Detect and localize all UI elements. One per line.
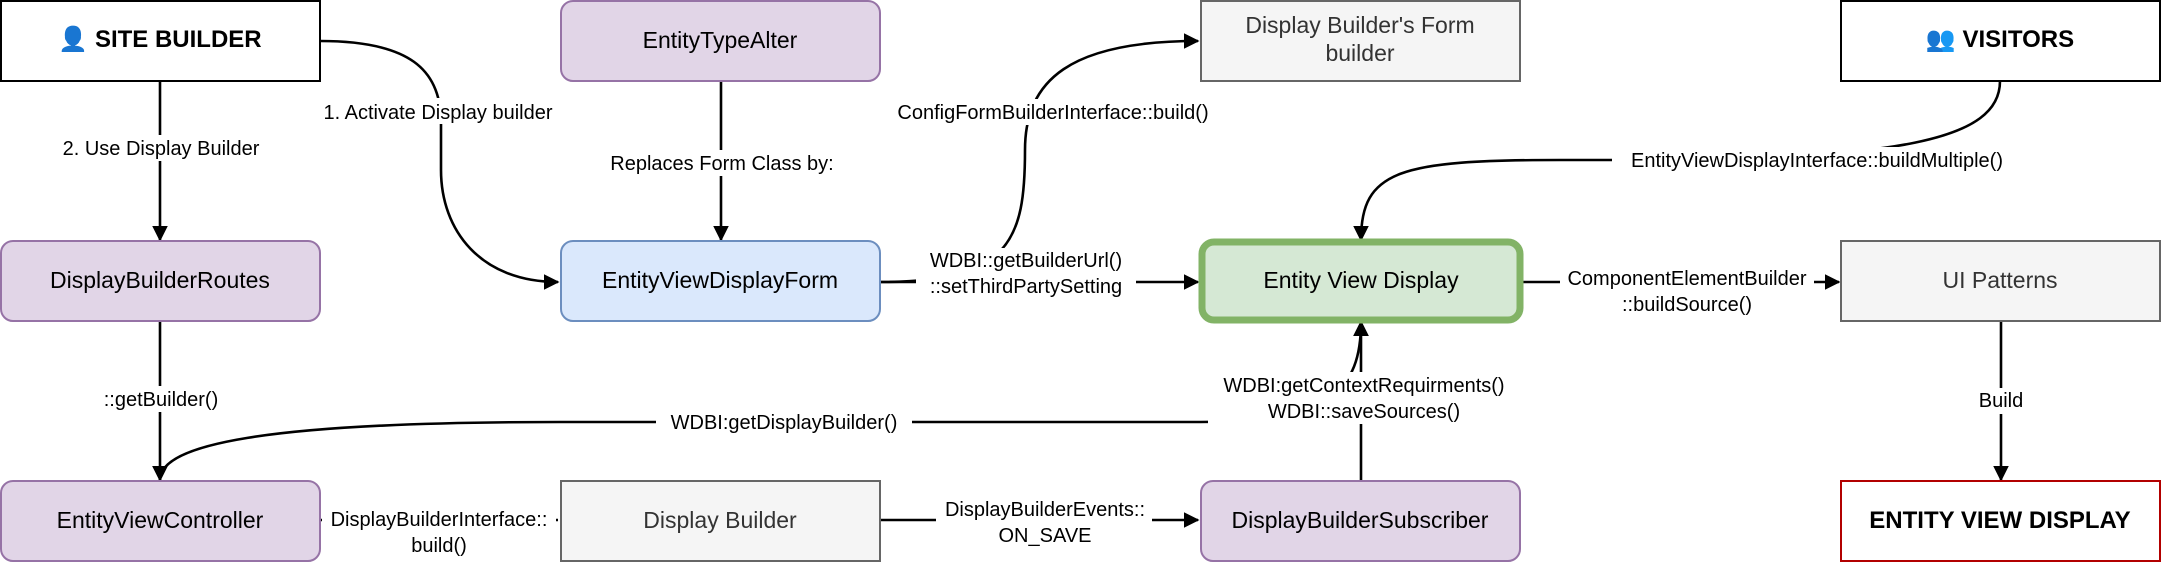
svg-text:EntityViewDisplayInterface::bu: EntityViewDisplayInterface::buildMultipl…: [1631, 150, 2003, 172]
svg-text:Replaces Form Class by:: Replaces Form Class by:: [610, 153, 833, 175]
svg-text:Display Builder's Form: Display Builder's Form: [1245, 12, 1474, 38]
svg-text:builder: builder: [1325, 40, 1394, 66]
svg-text:WDBI::saveSources(): WDBI::saveSources(): [1268, 401, 1460, 423]
node-display-builder: Display Builder: [560, 480, 881, 562]
svg-text:👥 VISITORS: 👥 VISITORS: [1926, 26, 2074, 53]
svg-text:WDBI:getDisplayBuilder(): WDBI:getDisplayBuilder(): [671, 412, 898, 434]
edge-label-db-interface: DisplayBuilderInterface:: build(): [322, 505, 556, 557]
svg-text:DisplayBuilderInterface::: DisplayBuilderInterface::: [331, 509, 548, 531]
edge-label-on-save: DisplayBuilderEvents:: ON_SAVE: [936, 496, 1152, 548]
svg-text:EntityTypeAlter: EntityTypeAlter: [643, 27, 798, 53]
node-entity-type-alter: EntityTypeAlter: [560, 0, 881, 82]
svg-text:DisplayBuilderRoutes: DisplayBuilderRoutes: [50, 267, 270, 293]
svg-text:ConfigFormBuilderInterface::bu: ConfigFormBuilderInterface::build(): [897, 102, 1208, 124]
svg-text:Build: Build: [1979, 390, 2023, 412]
node-form-builder: Display Builder's Form builder: [1200, 0, 1521, 82]
svg-text:👤 SITE BUILDER: 👤 SITE BUILDER: [58, 25, 261, 53]
svg-text:UI Patterns: UI Patterns: [1942, 267, 2057, 293]
edge-label-builder-url: WDBI::getBuilderUrl() ::setThirdPartySet…: [916, 248, 1136, 298]
group-icon: 👥: [1926, 26, 1956, 53]
svg-text:1. Activate Display builder: 1. Activate Display builder: [323, 102, 552, 124]
edge-activate-display-builder: [319, 39, 560, 290]
svg-text:Entity View Display: Entity View Display: [1263, 267, 1459, 293]
svg-text:Display Builder: Display Builder: [643, 507, 797, 533]
node-entity-view-display-form: EntityViewDisplayForm: [560, 240, 881, 322]
edge-get-display-builder: [152, 320, 1369, 482]
edge-label-config-build: ConfigFormBuilderInterface::build(): [880, 99, 1226, 125]
edge-label-context: WDBI:getContextRequirments() WDBI::saveS…: [1208, 372, 1520, 424]
svg-text:::setThirdPartySetting: ::setThirdPartySetting: [930, 276, 1122, 298]
node-display-builder-routes: DisplayBuilderRoutes: [0, 240, 321, 322]
svg-text:DisplayBuilderEvents::: DisplayBuilderEvents::: [945, 499, 1145, 521]
edge-label-ui-build: Build: [1974, 388, 2028, 414]
svg-text:ComponentElementBuilder: ComponentElementBuilder: [1567, 268, 1806, 290]
edge-config-form-build: [880, 33, 1200, 284]
svg-text:ENTITY VIEW DISPLAY: ENTITY VIEW DISPLAY: [1869, 507, 2130, 534]
svg-text:EntityViewDisplayForm: EntityViewDisplayForm: [602, 267, 838, 293]
svg-text:2. Use Display Builder: 2. Use Display Builder: [63, 138, 260, 160]
edge-label-use: 2. Use Display Builder: [50, 135, 272, 161]
node-display-builder-subscriber: DisplayBuilderSubscriber: [1200, 480, 1521, 562]
svg-text:DisplayBuilderSubscriber: DisplayBuilderSubscriber: [1232, 507, 1489, 533]
person-icon: 👤: [58, 25, 88, 53]
node-entity-view-display: Entity View Display: [1198, 238, 1524, 324]
node-entity-view-controller: EntityViewController: [0, 480, 321, 562]
svg-text:WDBI:getContextRequirments(): WDBI:getContextRequirments(): [1223, 375, 1504, 397]
edge-label-activate: 1. Activate Display builder: [308, 98, 568, 124]
edge-label-replaces: Replaces Form Class by:: [594, 150, 850, 176]
svg-text:::getBuilder(): ::getBuilder(): [104, 389, 219, 411]
node-ui-patterns: UI Patterns: [1840, 240, 2161, 322]
node-site-builder: 👤 SITE BUILDER: [0, 0, 321, 82]
edge-label-component-element: ComponentElementBuilder ::buildSource(): [1560, 264, 1814, 316]
svg-text:ON_SAVE: ON_SAVE: [999, 525, 1092, 547]
edge-label-build-multiple: EntityViewDisplayInterface::buildMultipl…: [1612, 147, 2022, 173]
svg-text:build(): build(): [411, 535, 467, 557]
node-entity-view-display-output: ENTITY VIEW DISPLAY: [1840, 480, 2161, 562]
svg-text:EntityViewController: EntityViewController: [57, 507, 264, 533]
svg-text:::buildSource(): ::buildSource(): [1622, 294, 1752, 316]
svg-text:WDBI::getBuilderUrl(): WDBI::getBuilderUrl(): [930, 250, 1122, 272]
edge-label-get-display-builder: WDBI:getDisplayBuilder(): [656, 409, 912, 435]
node-visitors: 👥 VISITORS: [1840, 0, 2161, 82]
edge-label-get-builder: ::getBuilder(): [104, 386, 219, 412]
